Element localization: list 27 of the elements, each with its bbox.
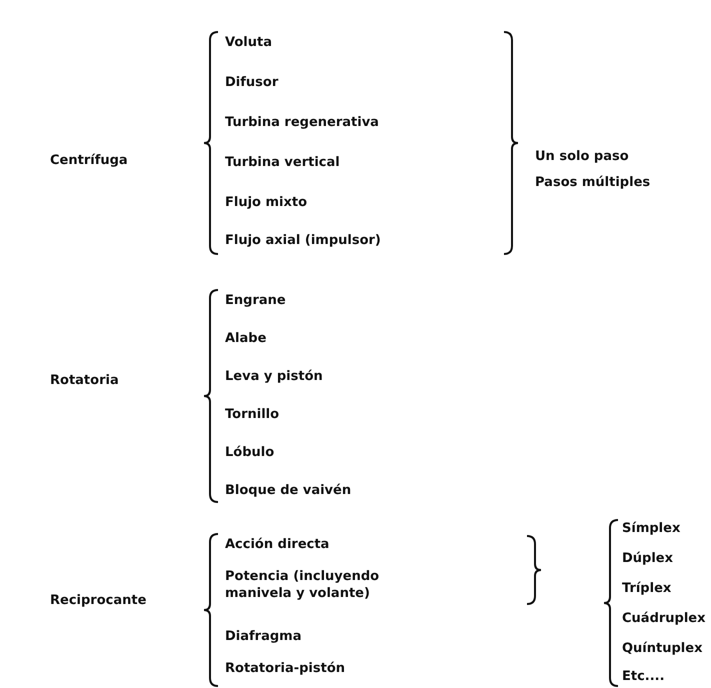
item-label: Bloque de vaivén [225,482,352,499]
item-label: Dúplex [622,550,674,567]
item-label: Cuádruplex [622,610,706,627]
item-label: Flujo mixto [225,194,308,211]
item-label: Etc.... [622,668,665,685]
item-label: Tríplex [622,580,672,597]
item-label: Diafragma [225,628,302,645]
item-label: Acción directa [225,536,330,553]
item-label: Símplex [622,520,680,537]
item-label: Pasos múltiples [535,174,650,191]
category-label: Centrífuga [50,152,128,169]
item-label: Potencia (incluyendo manivela y volante) [225,568,380,602]
item-label: Engrane [225,292,286,309]
category-label: Reciprocante [50,592,146,609]
item-label: Leva y pistón [225,368,323,385]
item-label: Lóbulo [225,444,274,461]
item-label: Rotatoria-pistón [225,660,346,677]
item-label: Difusor [225,74,278,91]
item-label: Turbina vertical [225,154,340,171]
item-label: Un solo paso [535,148,629,165]
item-label: Voluta [225,34,272,51]
item-label: Flujo axial (impulsor) [225,232,381,249]
item-label: Alabe [225,330,266,347]
item-label: Tornillo [225,406,280,423]
item-label: Turbina regenerativa [225,114,379,131]
category-label: Rotatoria [50,372,119,389]
item-label: Quíntuplex [622,640,702,657]
